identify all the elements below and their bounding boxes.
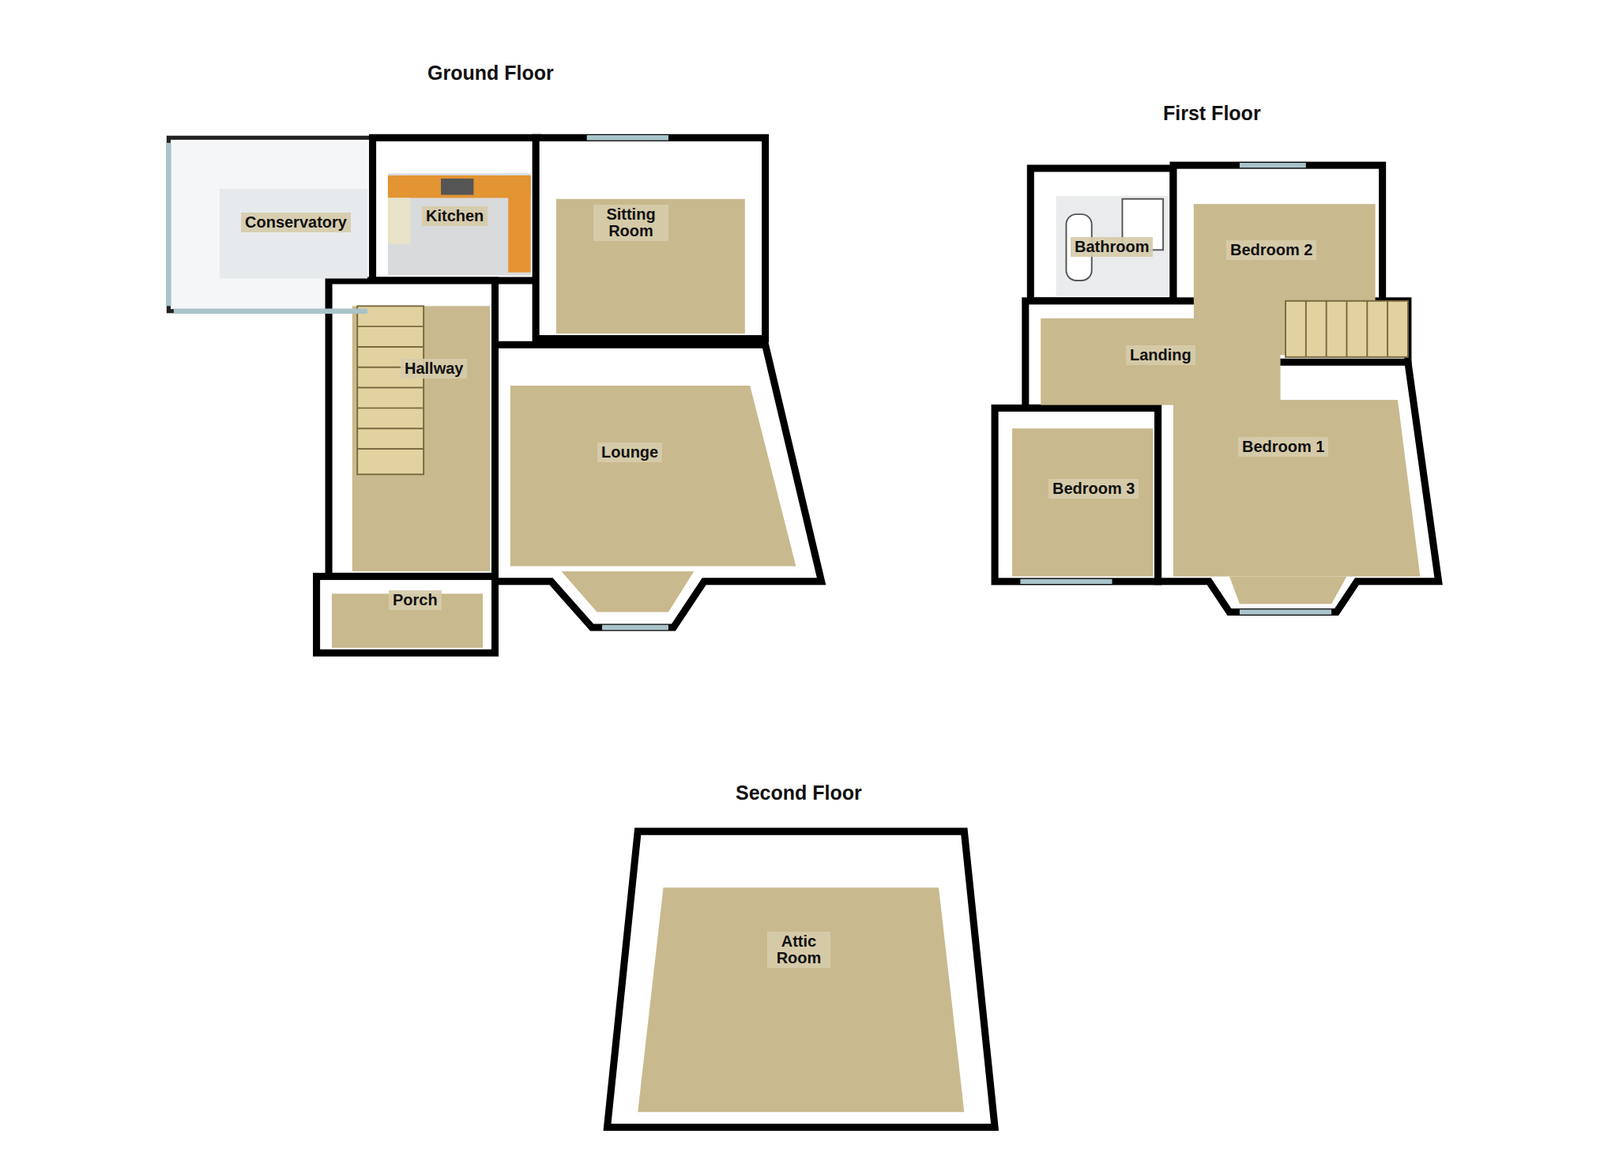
room-label: Lounge [597, 442, 663, 463]
room-name: Bathroom [1074, 238, 1149, 256]
room-label: Kitchen [421, 206, 488, 226]
room-label: Landing [1125, 345, 1196, 366]
floor-heading: Second Floor [735, 781, 863, 805]
room-name: Hallway [404, 360, 464, 377]
floor-heading: First Floor [1163, 101, 1262, 125]
room-label: Bedroom 1 [1238, 436, 1329, 457]
room-label: Sitting Room [593, 204, 669, 241]
room-name: Sitting Room [597, 206, 665, 240]
room-name: Kitchen [425, 207, 484, 225]
room-name: Bedroom 2 [1230, 241, 1313, 259]
room-name: Landing [1129, 346, 1192, 364]
room-name: Bedroom 3 [1052, 480, 1135, 497]
room-name: Porch [392, 591, 438, 609]
room-label: Bedroom 2 [1226, 240, 1317, 260]
room-label: Porch [388, 590, 442, 610]
room-name: Attic Room [771, 933, 827, 967]
room-label: Bedroom 3 [1048, 478, 1139, 499]
room-label: Attic Room [767, 931, 831, 968]
room-name: Bedroom 1 [1242, 438, 1325, 456]
room-name: Lounge [601, 444, 659, 461]
room-label: Conservatory [240, 212, 351, 233]
room-label: Bathroom [1070, 237, 1153, 257]
room-label: Hallway [400, 358, 467, 379]
room-name: Conservatory [244, 214, 347, 231]
floor-heading: Ground Floor [427, 61, 554, 85]
